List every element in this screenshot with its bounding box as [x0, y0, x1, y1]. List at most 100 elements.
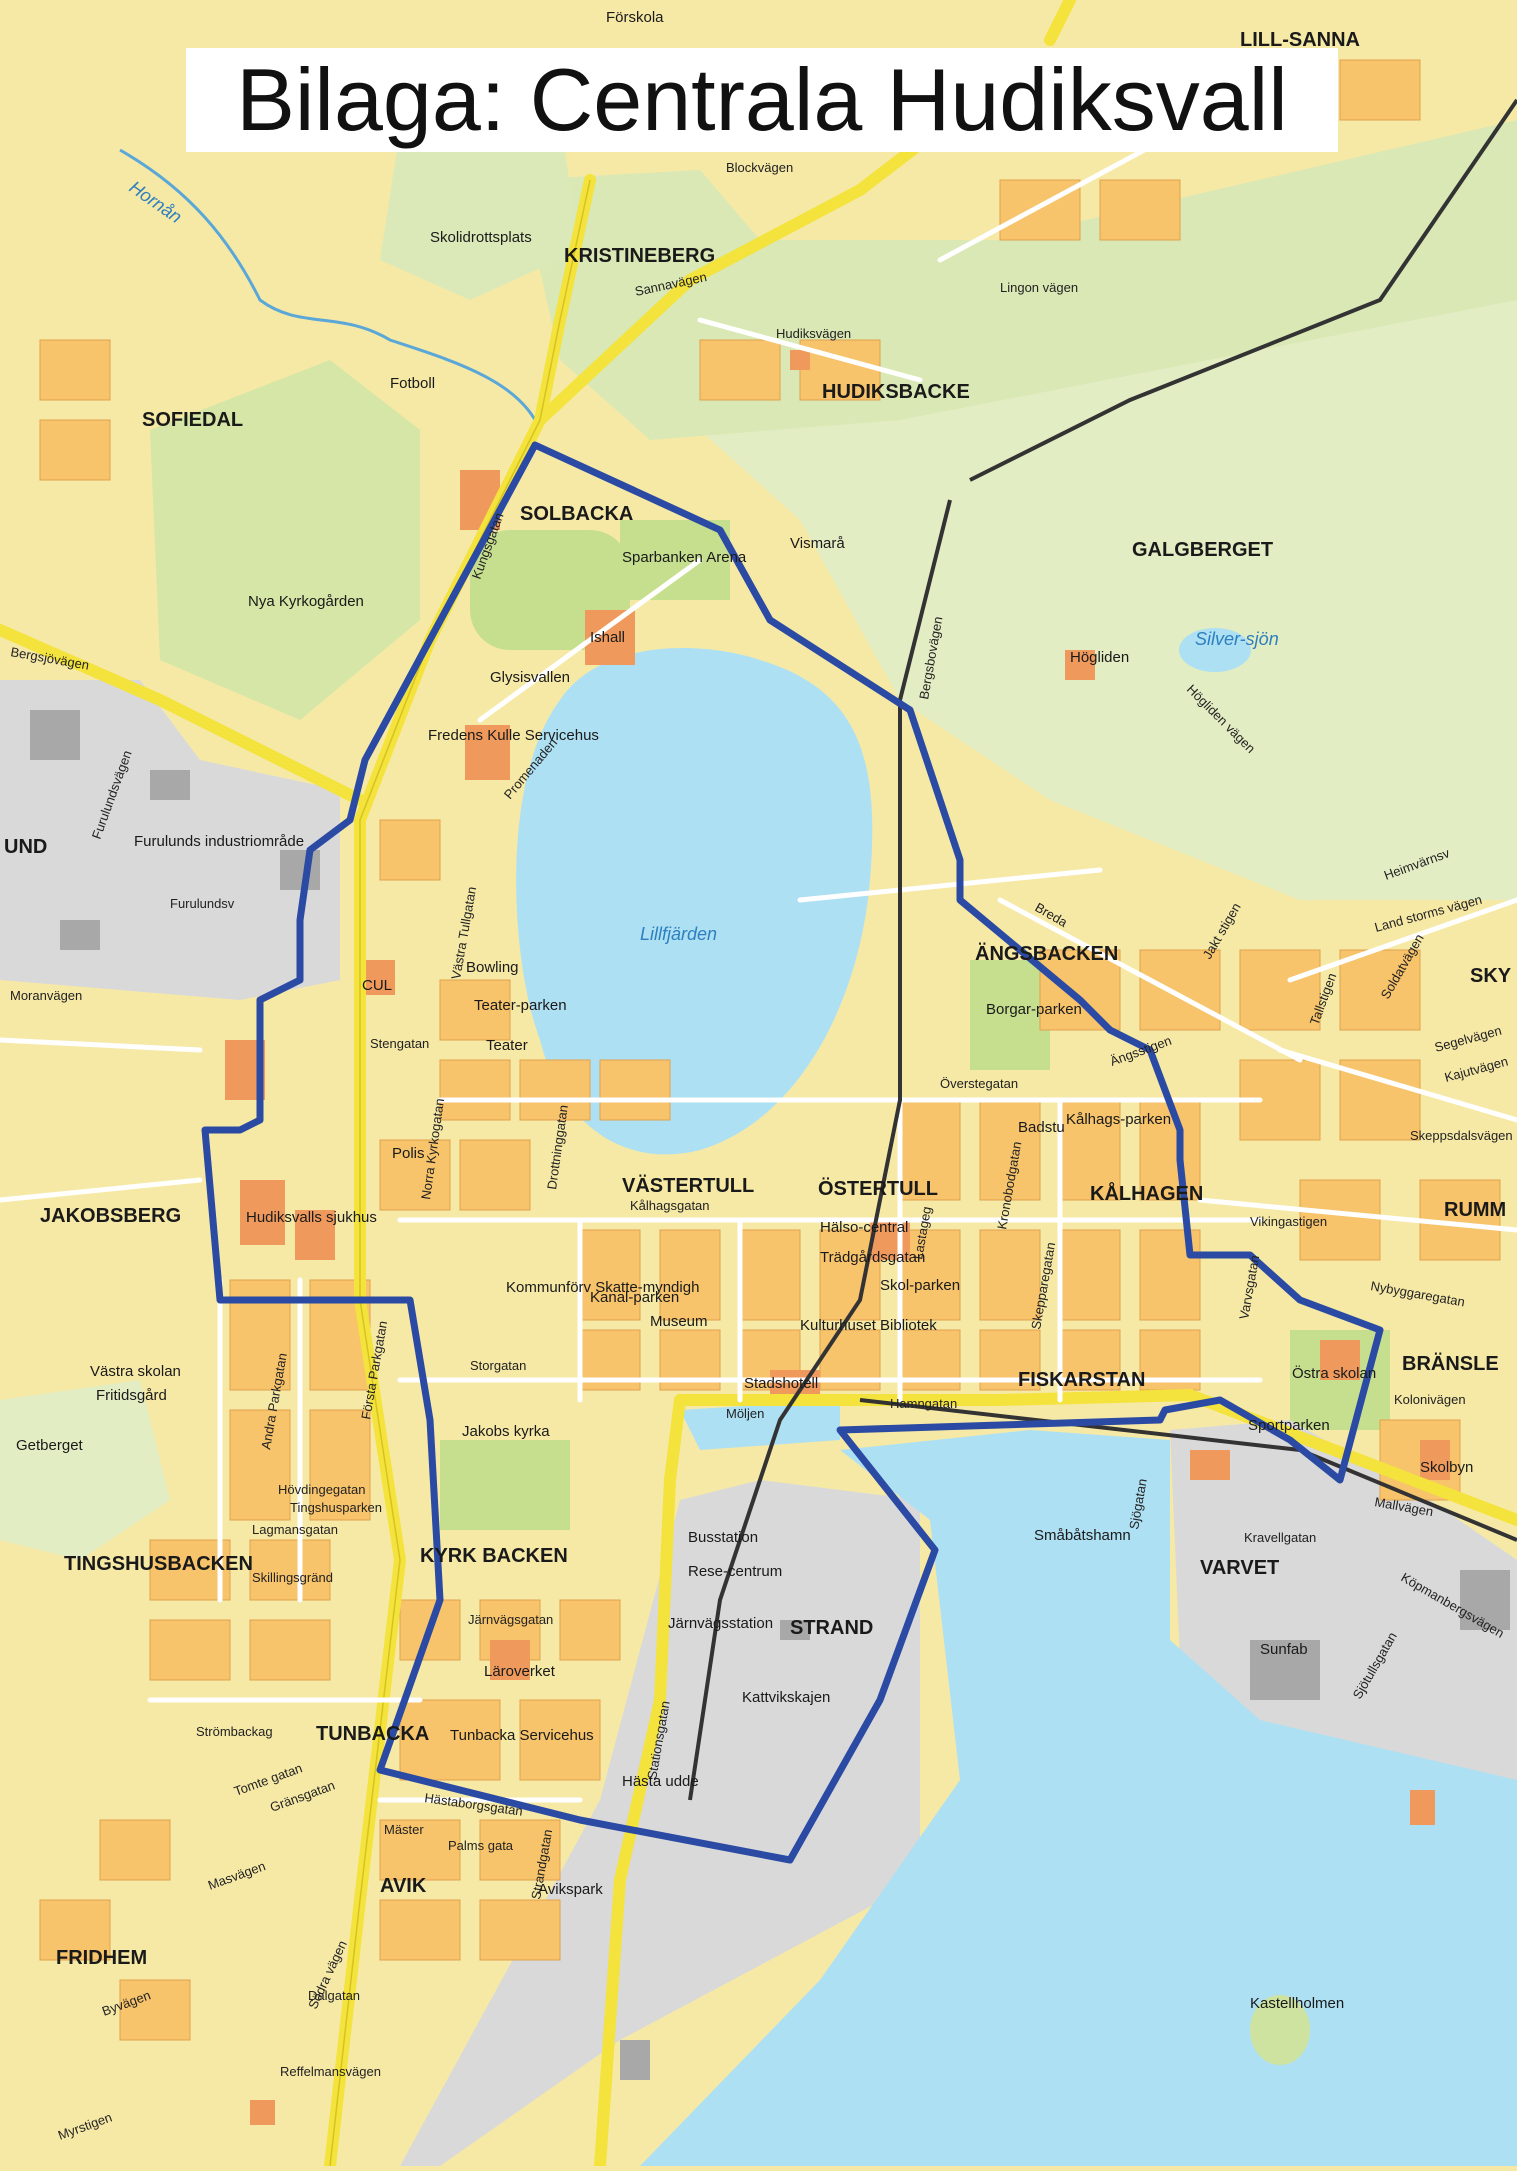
- label-glysisvallen: Glysisvallen: [490, 669, 570, 686]
- label-angsbacken: ÄNGSBACKEN: [975, 942, 1118, 965]
- label-kravellgatan: Kravellgatan: [1244, 1530, 1316, 1545]
- label-und: UND: [4, 836, 47, 858]
- label-fridhem: FRIDHEM: [56, 1947, 147, 1969]
- label-fiskarstan: FISKARSTAN: [1018, 1369, 1145, 1391]
- park-jakobs-kyrka: [440, 1440, 570, 1530]
- label-sunfab: Sunfab: [1260, 1641, 1308, 1658]
- label-silversjon: Silver-sjön: [1195, 629, 1279, 649]
- label-skeppsdalsvagen: Skeppsdalsvägen: [1410, 1128, 1513, 1143]
- label-ostertull: ÖSTERTULL: [818, 1177, 938, 1200]
- park-sparbanken: [620, 520, 730, 600]
- label-halsocentral: Hälso-central: [820, 1219, 908, 1236]
- industrial-buildings: [30, 710, 1510, 2080]
- label-forskola: Förskola: [606, 9, 664, 26]
- label-reffelmansvagen: Reffelmansvägen: [280, 2064, 381, 2079]
- label-hasta-udde: Hästa udde: [622, 1773, 699, 1790]
- label-moljen: Möljen: [726, 1406, 764, 1421]
- main-roads-edges: [329, 179, 591, 2167]
- label-furulundsv: Furulundsv: [170, 896, 235, 911]
- label-tunbacka-servicehus: Tunbacka Servicehus: [450, 1727, 594, 1744]
- label-kattvikskajen: Kattvikskajen: [742, 1689, 830, 1706]
- label-furulund: Furulunds industriområde: [134, 833, 304, 850]
- label-ishall: Ishall: [590, 629, 625, 646]
- label-avik: AVIK: [380, 1875, 427, 1897]
- forest-skolidrott: [380, 120, 580, 300]
- label-dalgatan: Dalgatan: [308, 1988, 360, 2003]
- label-bowling: Bowling: [466, 959, 519, 976]
- label-varvet: VARVET: [1200, 1557, 1279, 1579]
- label-strand: STRAND: [790, 1617, 873, 1639]
- label-resecentrum: Rese-centrum: [688, 1563, 782, 1580]
- label-stengatan: Stengatan: [370, 1036, 429, 1051]
- label-laroverket: Läroverket: [484, 1663, 556, 1680]
- label-moranvagen: Moranvägen: [10, 988, 82, 1003]
- label-polis: Polis: [392, 1145, 425, 1162]
- forest-galgberget: [700, 280, 1517, 900]
- label-rumm: RUMM: [1444, 1199, 1506, 1221]
- label-vismara: Vismarå: [790, 535, 845, 552]
- label-museum: Museum: [650, 1313, 708, 1330]
- channel-moljen: [680, 1400, 840, 1450]
- label-hogliden: Högliden: [1070, 649, 1129, 666]
- label-sportparken: Sportparken: [1248, 1417, 1330, 1434]
- label-lillfjarden: Lillfjärden: [640, 924, 717, 944]
- label-borgarparken: Borgar-parken: [986, 1001, 1082, 1018]
- label-hudiksbacke: HUDIKSBACKE: [822, 381, 970, 403]
- label-master: Mäster: [384, 1822, 424, 1837]
- label-stadshotell: Stadshotell: [744, 1375, 818, 1392]
- label-bransle: BRÄNSLE: [1402, 1352, 1499, 1375]
- label-tingshusparken: Tingshusparken: [290, 1500, 382, 1515]
- park-borgarparken: [970, 960, 1050, 1070]
- label-kristineberg: KRISTINEBERG: [564, 245, 715, 267]
- forest-sofiedal: [150, 360, 420, 720]
- label-vikingastigen: Vikingastigen: [1250, 1214, 1327, 1229]
- label-lagmansgatan: Lagmansgatan: [252, 1522, 338, 1537]
- label-blockvagen: Blockvägen: [726, 160, 793, 175]
- pond-silversjon: [1179, 628, 1251, 672]
- label-kulturhuset: Kulturhuset Bibliotek: [800, 1317, 937, 1334]
- label-skolbyn: Skolbyn: [1420, 1459, 1473, 1476]
- label-skolparken: Skol-parken: [880, 1277, 960, 1294]
- local-streets: [0, 117, 1517, 1803]
- label-sjukhus: Hudiksvalls sjukhus: [246, 1209, 377, 1226]
- label-sparbanken-arena: Sparbanken Arena: [622, 549, 747, 566]
- label-kalhagsparken: Kålhags-parken: [1066, 1111, 1171, 1128]
- label-getberget: Getberget: [16, 1437, 84, 1454]
- label-tunbacka: TUNBACKA: [316, 1723, 429, 1745]
- label-kalhagsgatan: Kålhagsgatan: [630, 1198, 710, 1213]
- label-fotboll: Fotboll: [390, 375, 435, 392]
- label-teaterparken: Teater-parken: [474, 997, 567, 1014]
- label-jarnvagsgatan: Järnvägsgatan: [468, 1612, 553, 1627]
- label-fredens-kulle: Fredens Kulle Servicehus: [428, 727, 599, 744]
- label-overstegatan: Överstegatan: [940, 1076, 1018, 1091]
- label-jakobsberg: JAKOBSBERG: [40, 1205, 181, 1227]
- label-vastra-skolan: Västra skolan: [90, 1363, 181, 1380]
- label-sofiedal: SOFIEDAL: [142, 409, 243, 431]
- label-badstu: Badstu: [1018, 1119, 1065, 1136]
- label-hudiksvagen: Hudiksvägen: [776, 326, 851, 341]
- label-cul: CUL: [362, 977, 392, 994]
- label-hovdingegatan: Hövdingegatan: [278, 1482, 365, 1497]
- label-lingonvagen: Lingon vägen: [1000, 280, 1078, 295]
- label-kyrkbacken: KYRK BACKEN: [420, 1545, 568, 1567]
- label-kastellholmen: Kastellholmen: [1250, 1995, 1344, 2012]
- forest-getberget: [0, 1380, 170, 1560]
- label-skillingsgrand: Skillingsgränd: [252, 1570, 333, 1585]
- label-palms-gata: Palms gata: [448, 1838, 514, 1853]
- label-teater: Teater: [486, 1037, 528, 1054]
- label-tingshusbacken: TINGSHUSBACKEN: [64, 1553, 253, 1575]
- label-jakobs-kyrka: Jakobs kyrka: [462, 1423, 550, 1440]
- label-lill-sanna: LILL-SANNA: [1240, 29, 1360, 51]
- label-galgberget: GALGBERGET: [1132, 539, 1273, 561]
- map-title: Bilaga: Centrala Hudiksvall: [236, 50, 1288, 149]
- map-title-box: Bilaga: Centrala Hudiksvall: [186, 48, 1338, 152]
- label-fritidsgard: Fritidsgård: [96, 1387, 167, 1404]
- label-kommunforv: Kommunförv Skatte-myndigh: [506, 1279, 699, 1296]
- label-smabatshamn: Småbåtshamn: [1034, 1527, 1131, 1544]
- label-strombackag: Strömbackag: [196, 1724, 273, 1739]
- river-hornan: [119, 148, 542, 431]
- industrial-strand: [400, 1480, 920, 2166]
- lake-lillfjarden: [516, 648, 873, 1155]
